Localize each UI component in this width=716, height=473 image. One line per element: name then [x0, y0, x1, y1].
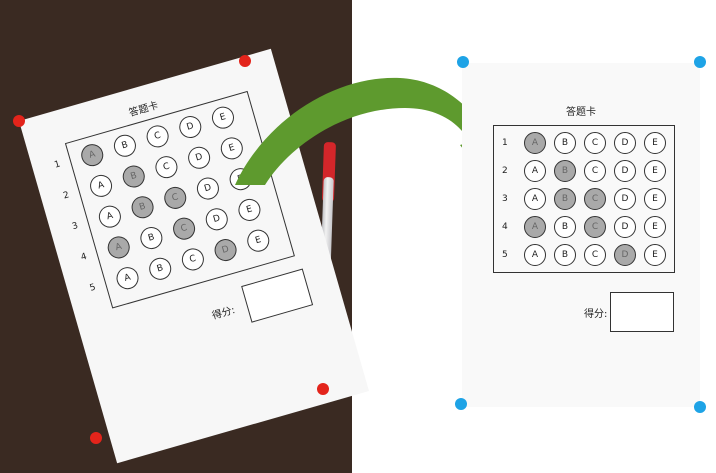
photo-score-label: 得分:: [210, 305, 237, 323]
scan-answer-grid: [493, 125, 675, 273]
scan-bubble-2-C: C: [584, 160, 606, 182]
scan-bubble-5-D: D: [614, 244, 636, 266]
scan-bubble-5-C: C: [584, 244, 606, 266]
scan-sheet-title: 答题卡: [566, 107, 596, 118]
photo-row-label: 2: [62, 190, 71, 202]
scan-bubble-4-E: E: [644, 216, 666, 238]
photo-score-box: [241, 268, 314, 323]
scan-bubble-1-E: E: [644, 132, 666, 154]
scan-bubble-3-B: B: [554, 188, 576, 210]
photo-sheet-title: 答题卡: [127, 100, 160, 120]
photo-corner-bottom-left: [90, 432, 102, 444]
scan-bubble-4-C: C: [584, 216, 606, 238]
scan-bubble-2-D: D: [614, 160, 636, 182]
transform-arrow: [235, 77, 495, 185]
photo-row-label: 3: [71, 221, 80, 233]
scan-bubble-3-D: D: [614, 188, 636, 210]
scan-bubble-5-B: B: [554, 244, 576, 266]
photo-row-label: 5: [88, 282, 97, 294]
scan-corner-top-left: [457, 56, 469, 68]
photo-corner-bottom-right: [317, 383, 329, 395]
scan-row-label: 4: [502, 222, 508, 232]
scan-row-label: 1: [502, 138, 508, 148]
scan-bubble-5-A: A: [524, 244, 546, 266]
scan-score-box: [610, 292, 674, 332]
scan-bubble-1-A: A: [524, 132, 546, 154]
scan-bubble-4-A: A: [524, 216, 546, 238]
scan-corner-bottom-left: [455, 398, 467, 410]
scan-bubble-1-C: C: [584, 132, 606, 154]
scan-bubble-4-D: D: [614, 216, 636, 238]
scan-bubble-1-B: B: [554, 132, 576, 154]
scan-bubble-2-A: A: [524, 160, 546, 182]
scan-corner-bottom-right: [694, 401, 706, 413]
scan-bubble-2-E: E: [644, 160, 666, 182]
photo-corner-top-right: [239, 55, 251, 67]
scan-row-label: 5: [502, 250, 508, 260]
scan-bubble-5-E: E: [644, 244, 666, 266]
scan-row-label: 2: [502, 166, 508, 176]
scan-bubble-4-B: B: [554, 216, 576, 238]
scan-corner-top-right: [694, 56, 706, 68]
photo-corner-top-left: [13, 115, 25, 127]
scan-bubble-3-C: C: [584, 188, 606, 210]
scan-bubble-1-D: D: [614, 132, 636, 154]
photo-row-label: 4: [79, 251, 89, 263]
photo-row-label: 1: [53, 159, 62, 171]
scan-score-label: 得分:: [584, 309, 608, 320]
scan-row-label: 3: [502, 194, 508, 204]
scan-bubble-3-A: A: [524, 188, 546, 210]
scan-bubble-3-E: E: [644, 188, 666, 210]
scan-bubble-2-B: B: [554, 160, 576, 182]
